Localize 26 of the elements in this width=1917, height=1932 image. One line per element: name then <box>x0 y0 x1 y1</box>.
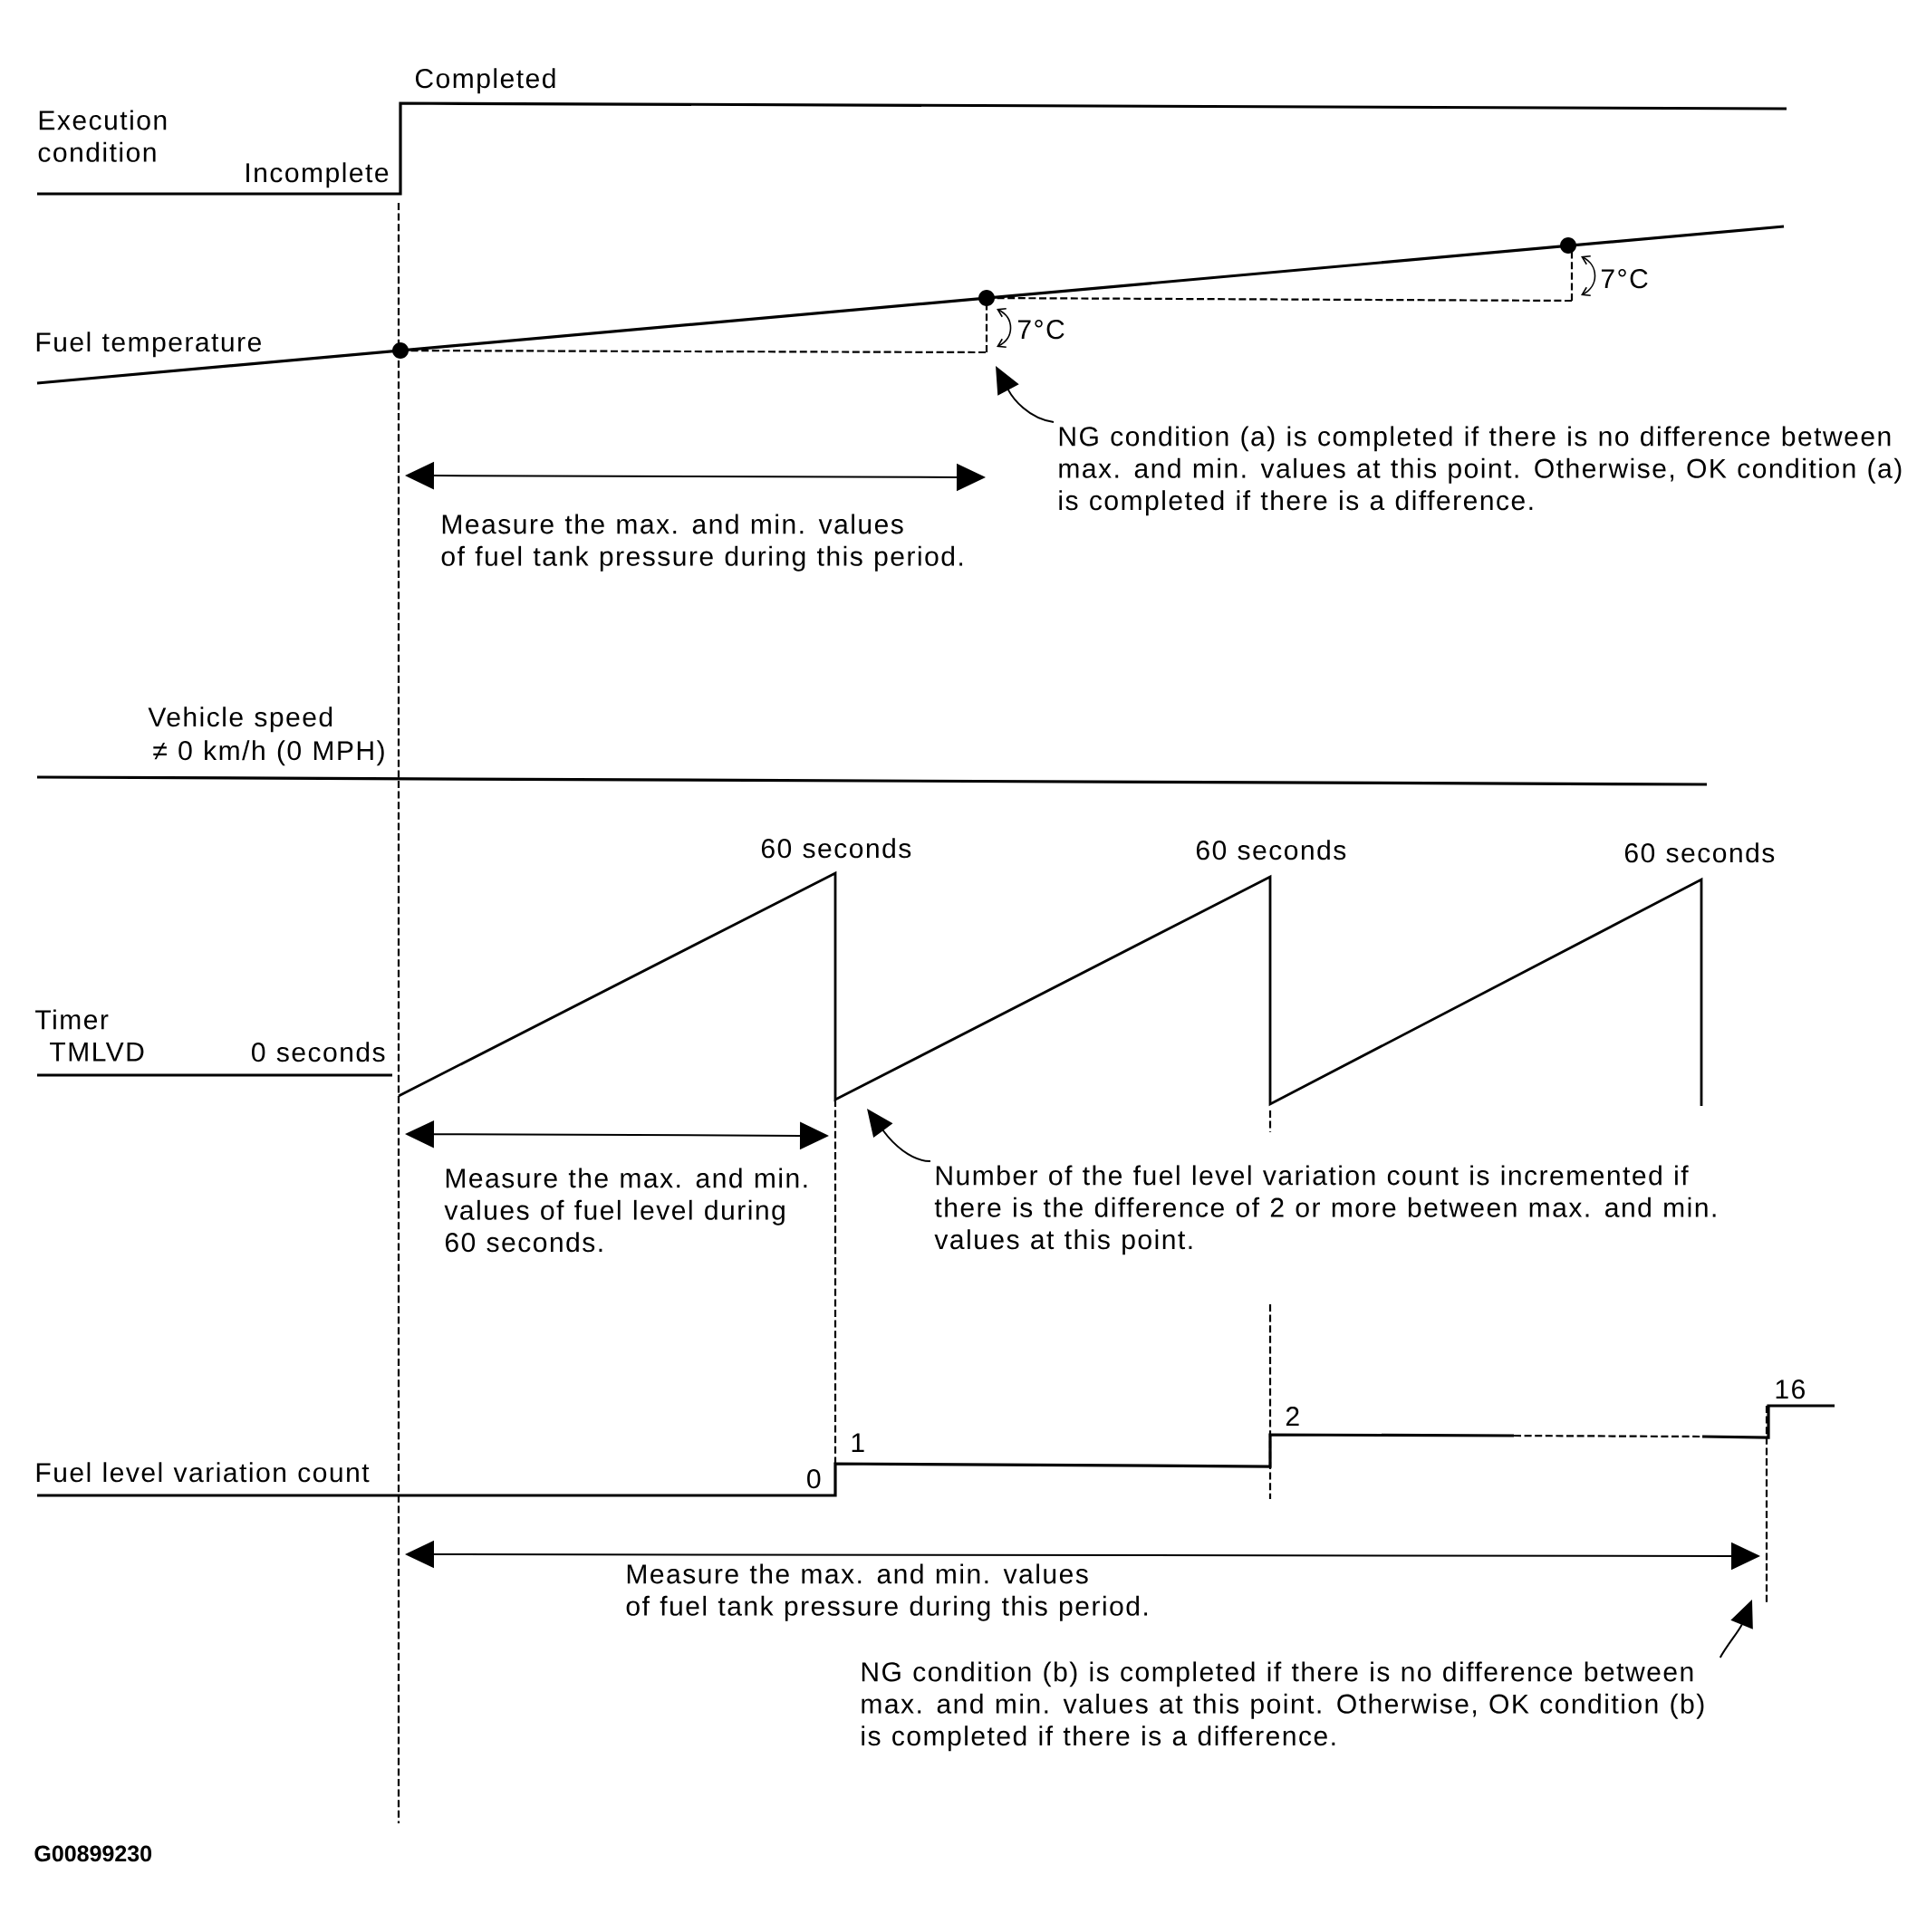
value-label: 60 seconds <box>761 838 911 859</box>
note-text: Number of the fuel level variation count is incremented if there is the difference of 2 or more between max. and min. values at this point. <box>934 1165 1716 1255</box>
note-text: NG condition (a) is completed if there is no difference between max. and min. values at this point. Otherwise, OK condition (a) is completed if there is a difference. <box>1059 426 1902 516</box>
value-label: 0 seconds <box>252 1042 385 1062</box>
figure-id: G00899230 <box>34 1845 152 1862</box>
state-label: Completed <box>415 68 555 94</box>
value-label: 7°C <box>1017 320 1064 340</box>
condition-label: ≠ 0 km/h (0 MPH) <box>153 740 384 766</box>
signal-label: Fuel level variation count <box>36 1462 370 1483</box>
signal-label: Execution condition <box>38 110 167 162</box>
value-label: 2 <box>1286 1407 1299 1426</box>
value-label: 16 <box>1776 1379 1805 1399</box>
value-label: 60 seconds <box>1624 842 1775 863</box>
value-label: 0 <box>807 1469 821 1489</box>
signal-label: Vehicle speed <box>148 706 332 733</box>
note-text: NG condition (b) is completed if there is no difference between max. and min. values at this point. Otherwise, OK condition (b) is completed if there is a difference. <box>862 1661 1704 1752</box>
value-label: 60 seconds <box>1196 840 1346 860</box>
value-label: 1 <box>852 1433 864 1452</box>
annotation-text: Measure the max. and min. values of fuel tank pressure during this period. <box>441 514 963 572</box>
state-label: Incomplete <box>246 162 389 188</box>
annotation-text: Measure the max. and min. values of fuel tank pressure during this period. <box>626 1563 1148 1621</box>
signal-label: Timer TMLVD <box>35 1009 144 1062</box>
sawtooth-waveform <box>398 870 1703 1107</box>
value-label: 7°C <box>1601 269 1648 289</box>
annotation-text: Measure the max. and min. values of fuel level during 60 seconds. <box>444 1168 807 1253</box>
signal-label: Fuel temperature <box>36 332 261 358</box>
